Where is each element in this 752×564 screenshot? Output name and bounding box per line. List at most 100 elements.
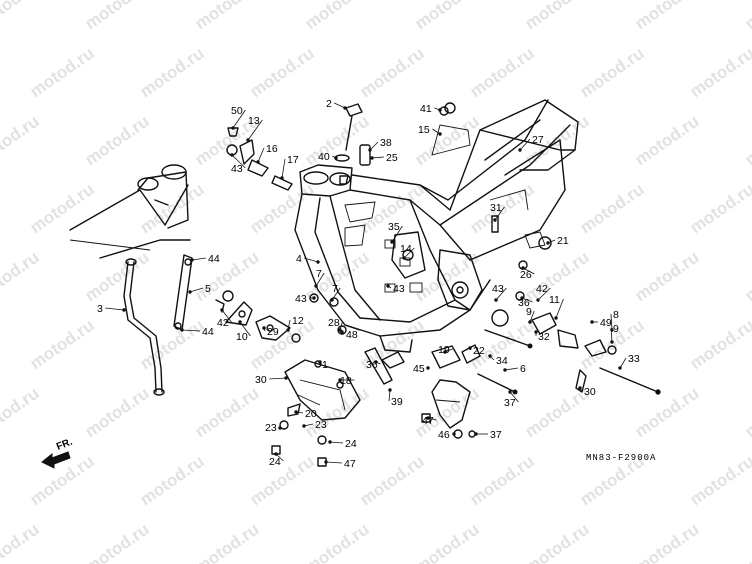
leader-dot [220, 308, 224, 312]
leader-line [519, 138, 531, 151]
leader-dot [316, 260, 320, 264]
leader-dot [546, 241, 550, 245]
leader-dot [328, 440, 332, 444]
part-callout: 5 [205, 283, 211, 295]
leader-line [334, 102, 346, 109]
watermark-text: motod.ru [81, 0, 152, 33]
part-callout: 21 [557, 235, 569, 247]
watermark-text: motod.ru [631, 383, 702, 441]
leader-dot [190, 258, 194, 262]
part-callout: 22 [473, 345, 485, 357]
watermark-text: motod.ru [521, 0, 592, 33]
watermark-text: motod.ru [411, 0, 482, 33]
leader-dot [294, 410, 298, 414]
watermark-text: motod.ru [81, 111, 152, 169]
watermark-text: motod.ru [466, 179, 537, 237]
part-callout: 30 [255, 374, 267, 386]
leader-dot [518, 148, 522, 152]
watermark-text: motod.ru [631, 519, 702, 564]
leader-dot [122, 308, 126, 312]
part-callout: 26 [520, 269, 532, 281]
watermark-text: motod.ru [741, 383, 752, 441]
part-callout: 43 [492, 283, 504, 295]
watermark-text: motod.ru [81, 383, 152, 441]
part-callout: 41 [420, 103, 432, 115]
part-callout: 45 [413, 363, 425, 375]
leader-dot [426, 366, 430, 370]
watermark-text: motod.ru [81, 519, 152, 564]
part-callout: 30 [584, 386, 596, 398]
watermark-text: motod.ru [356, 43, 427, 101]
leader-line [181, 329, 201, 332]
leader-dot [314, 284, 318, 288]
part-callout: 25 [386, 152, 398, 164]
leader-dot [488, 354, 492, 358]
part-callout: 29 [267, 326, 279, 338]
watermark-text: motod.ru [81, 247, 152, 305]
watermark-text: motod.ru [631, 111, 702, 169]
leader-dot [370, 156, 374, 160]
part-callout: 17 [287, 154, 299, 166]
part-callout: 32 [538, 331, 550, 343]
part-callout: 35 [388, 221, 400, 233]
part-callout: 6 [520, 363, 526, 375]
leader-line [610, 313, 613, 331]
leader-dot [554, 316, 558, 320]
leader-dot [312, 296, 316, 300]
leader-dot [534, 330, 538, 334]
leader-dot [302, 424, 306, 428]
part-callout: 23 [315, 419, 327, 431]
watermark-text: motod.ru [741, 0, 752, 33]
leader-dot [238, 320, 242, 324]
leader-line [239, 321, 251, 337]
part-callout: 42 [217, 317, 229, 329]
watermark-text: motod.ru [0, 383, 43, 441]
leader-dot [340, 330, 344, 334]
part-callout: 11 [549, 294, 560, 306]
part-callout: 19 [438, 344, 450, 356]
watermark-text: motod.ru [411, 519, 482, 564]
part-callout: 18 [340, 375, 352, 387]
watermark-text: motod.ru [26, 315, 97, 373]
leader-dot [318, 360, 322, 364]
watermark-text: motod.ru [741, 247, 752, 305]
leader-dot [274, 452, 278, 456]
part-callout: 31 [490, 202, 502, 214]
part-callout: 4 [296, 253, 302, 265]
leader-dot [474, 432, 478, 436]
leader-dot [578, 386, 582, 390]
leader-dot [374, 360, 378, 364]
leader-dot [180, 328, 184, 332]
part-callout: 13 [248, 115, 260, 127]
leader-dot [386, 284, 390, 288]
leader-line [315, 272, 325, 287]
leader-dot [330, 298, 334, 302]
leader-line [257, 147, 265, 163]
leader-line [329, 441, 344, 444]
part-callout: 27 [532, 134, 544, 146]
leader-dot [438, 132, 442, 136]
leader-line [221, 309, 232, 323]
part-callout: 10 [236, 331, 248, 343]
leader-line [231, 154, 246, 169]
watermark-text: motod.ru [0, 111, 43, 169]
watermark-text: motod.ru [466, 43, 537, 101]
watermark-text: motod.ru [631, 247, 702, 305]
leader-dot [286, 328, 290, 332]
watermark-text: motod.ru [136, 179, 207, 237]
watermark-text: motod.ru [411, 111, 482, 169]
part-callout: 14 [400, 243, 412, 255]
diagram-code: MN83-F2900A [586, 453, 656, 463]
part-callout: 34 [496, 355, 508, 367]
leader-line [232, 109, 246, 129]
leader-dot [521, 266, 525, 270]
leader-line [369, 141, 379, 151]
leader-dot [230, 153, 234, 157]
watermark-text: motod.ru [686, 451, 752, 509]
part-callout: 46 [438, 429, 450, 441]
leader-dot [338, 378, 342, 382]
watermark-text: motod.ru [246, 43, 317, 101]
leader-line [189, 287, 204, 293]
leader-line [403, 247, 415, 259]
